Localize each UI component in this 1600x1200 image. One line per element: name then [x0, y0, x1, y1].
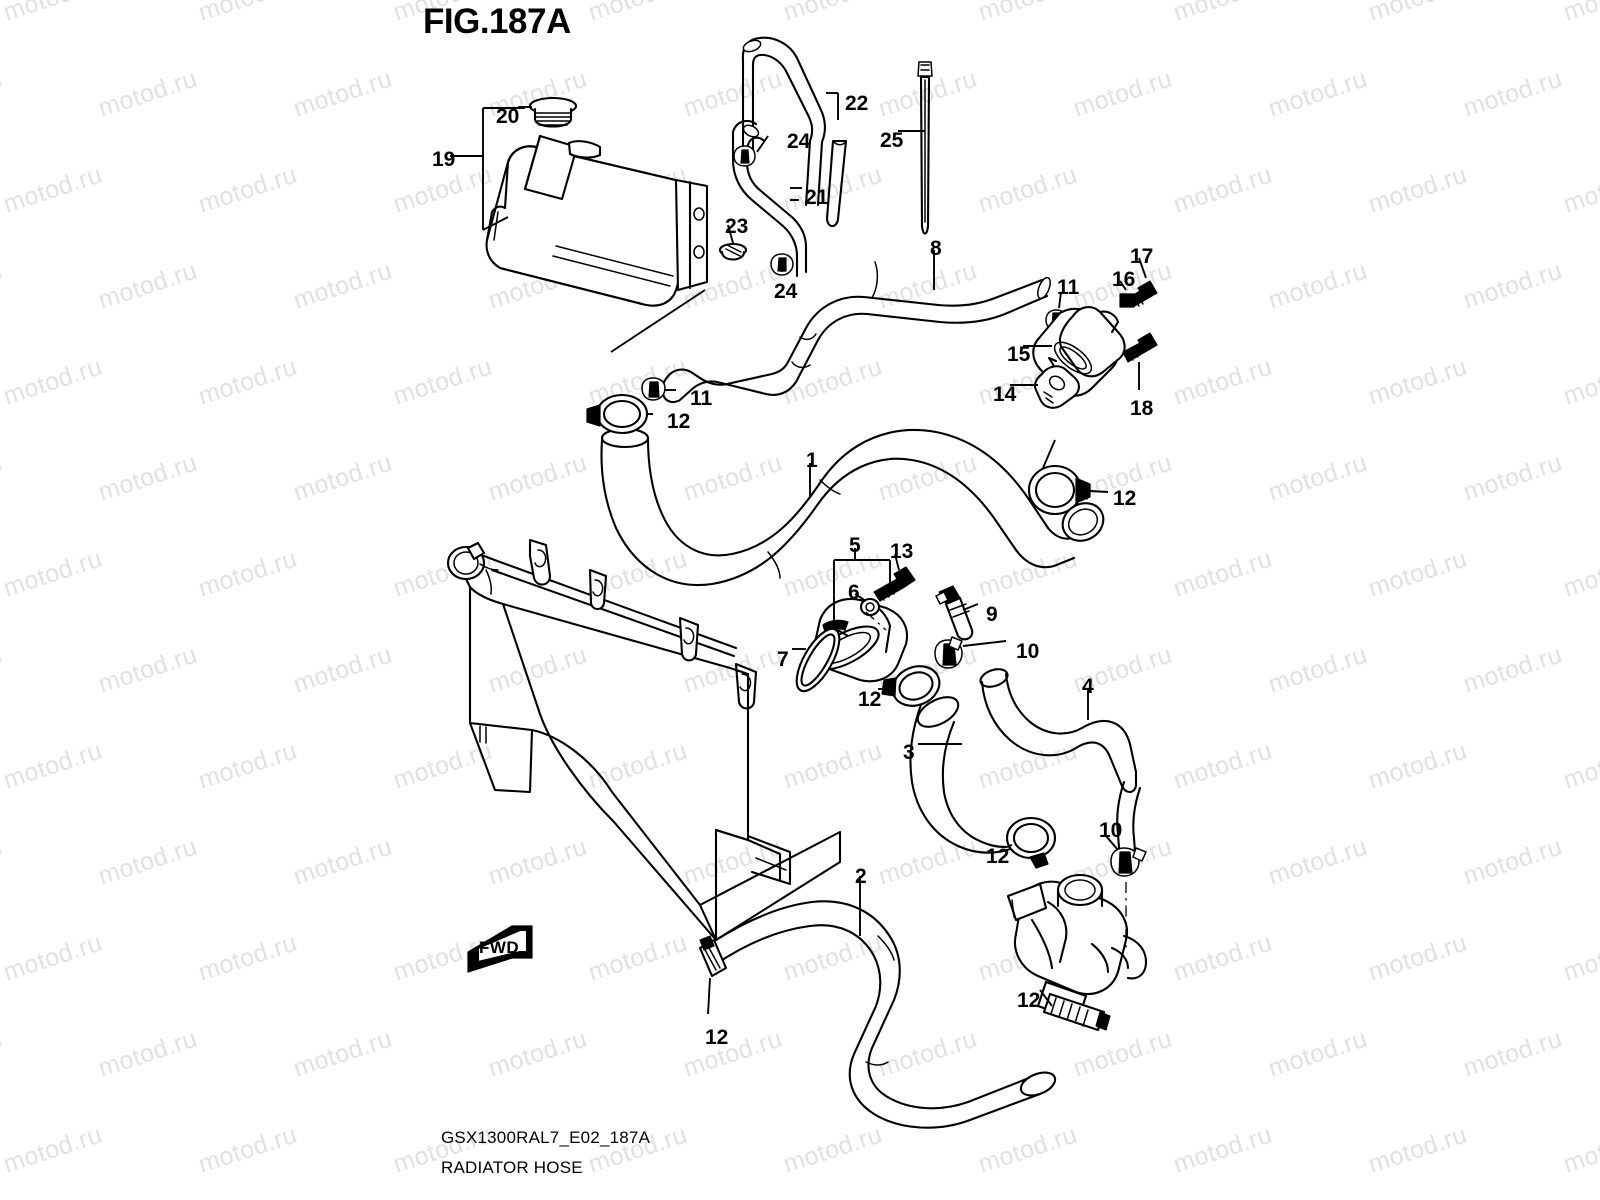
hose-clip-11-left [641, 377, 676, 401]
callout-hose-clamp-12[interactable]: 12 [1017, 989, 1041, 1012]
hose-clamp-12-hose3-top [878, 665, 941, 707]
cable-tie-25 [898, 61, 933, 235]
callout-hose-clip-small-11[interactable]: 11 [1057, 276, 1080, 299]
callout-mounting-bolt-23[interactable]: 23 [725, 215, 749, 238]
hose-clip-24-upper [733, 145, 756, 167]
reservoir-hose-21 [731, 119, 808, 278]
callout-o-ring-7[interactable]: 7 [777, 648, 789, 671]
pump-inlet-hose [1116, 780, 1142, 868]
radiator-cap [446, 541, 486, 581]
water-temperature-sensor-9 [935, 585, 979, 641]
callout-reservoir-hose-21[interactable]: 21 [805, 186, 829, 209]
callout-thermostat-cap-15[interactable]: 15 [1007, 343, 1031, 366]
callout-washer-grommet-6[interactable]: 6 [848, 581, 860, 604]
bolt-17 [1127, 280, 1158, 308]
hose-clamp-12-pump [1042, 992, 1111, 1032]
fwd-arrow [467, 925, 533, 973]
callout-radiator-inlet-hose-1[interactable]: 1 [806, 449, 818, 472]
callout-bolt-short-16[interactable]: 16 [1112, 268, 1136, 291]
bolt-13 [873, 566, 916, 602]
reservoir-tank-assembly [450, 96, 748, 353]
callout-hose-clip-spring-24[interactable]: 24 [774, 280, 798, 303]
callout-water-hose-no3-3[interactable]: 3 [903, 741, 915, 764]
hose-clamp-12-hose3-bottom [1005, 816, 1057, 869]
hose-clamp-12-thermostat [1027, 439, 1109, 516]
thermostat-case-assembly [792, 548, 916, 693]
callout-thermostat-14[interactable]: 14 [993, 383, 1017, 406]
callout-radiator-outlet-hose-2[interactable]: 2 [855, 865, 867, 888]
breather-hose-8 [661, 250, 1051, 404]
callout-hose-clamp-12[interactable]: 12 [858, 688, 882, 711]
callout-hose-clip-10[interactable]: 10 [1016, 640, 1040, 663]
water-hose-no3 [909, 696, 1034, 854]
mounting-bolt-23 [718, 242, 748, 261]
callout-hose-clamp-12[interactable]: 12 [667, 410, 691, 433]
washer-6 [859, 597, 881, 617]
callout-cable-tie-25[interactable]: 25 [880, 129, 904, 152]
callout-reservoir-tank-assembly-19[interactable]: 19 [432, 148, 456, 171]
overflow-hose-22 [741, 36, 848, 228]
callout-hose-clip-10[interactable]: 10 [1099, 819, 1123, 842]
radiator [446, 538, 842, 942]
callout-hose-clamp-12[interactable]: 12 [1113, 487, 1137, 510]
callout-water-hose-no4-4[interactable]: 4 [1082, 675, 1094, 698]
o-ring-7 [795, 627, 841, 693]
callout-hose-clamp-12[interactable]: 12 [986, 845, 1010, 868]
thermostat-housing-assembly [1010, 257, 1158, 409]
radiator-inlet-hose-1 [600, 427, 1105, 587]
water-hose-no4 [979, 668, 1138, 794]
radiator-outlet-hose-2 [698, 876, 1057, 1129]
callout-bolt-18[interactable]: 18 [1130, 397, 1154, 420]
reservoir-cap [528, 96, 578, 128]
callout-bolt-13[interactable]: 13 [890, 540, 914, 563]
hose-clamp-12-left [586, 393, 653, 435]
callout-hose-clip-spring-24[interactable]: 24 [787, 130, 811, 153]
hose-clip-10-lower [1105, 835, 1147, 877]
hose-clip-10-upper [934, 636, 1007, 669]
bolt-18 [1122, 332, 1158, 363]
water-pump-housing [1006, 873, 1148, 1032]
callout-hose-clamp-12[interactable]: 12 [705, 1026, 729, 1049]
callout-overflow-hose-22[interactable]: 22 [845, 92, 869, 115]
callout-bolt-long-17[interactable]: 17 [1130, 245, 1154, 268]
callout-reservoir-cap-20[interactable]: 20 [496, 105, 520, 128]
hose-clamp-12-hose2 [698, 935, 728, 1015]
callout-hose-clip-small-11[interactable]: 11 [690, 387, 713, 410]
callout-thermostat-case-assembly-5[interactable]: 5 [849, 534, 861, 557]
callout-breather-hose-8[interactable]: 8 [930, 237, 942, 260]
callout-water-temperature-sensor-9[interactable]: 9 [986, 603, 998, 626]
